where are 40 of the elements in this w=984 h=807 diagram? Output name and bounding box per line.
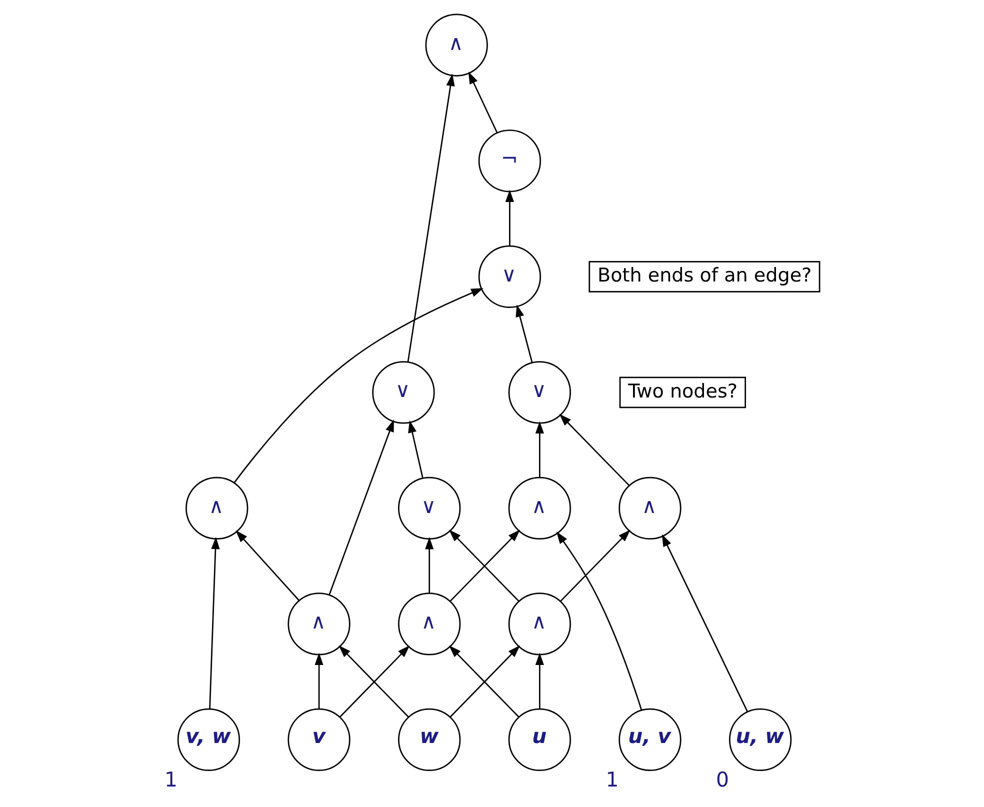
- node-circle: ¬: [478, 129, 542, 192]
- node-label: 0: [716, 767, 730, 792]
- node-box: Both ends of an edge?: [588, 260, 820, 292]
- arrow: [662, 534, 748, 712]
- node-circle: ∨: [398, 476, 461, 540]
- node-circle: ∧: [508, 476, 571, 540]
- node-circle: v, w: [177, 708, 240, 771]
- arrow: [559, 413, 630, 486]
- arrow: [234, 288, 484, 483]
- node-label: 1: [606, 767, 619, 792]
- node-circle: ∧: [508, 592, 571, 655]
- arrow: [535, 420, 544, 477]
- node-circle: ∧: [288, 592, 350, 655]
- node-circle: ∧: [398, 592, 461, 655]
- arrow: [516, 304, 533, 362]
- node-circle: ∨: [508, 360, 571, 424]
- node-label: 1: [164, 767, 178, 792]
- node-circle: ∨: [478, 244, 542, 308]
- arrow: [556, 531, 642, 710]
- node-circle: w: [398, 708, 461, 771]
- arrow: [209, 536, 220, 708]
- node-box: Two nodes?: [619, 376, 746, 408]
- node-circle: ∨: [372, 360, 435, 424]
- arrow: [407, 73, 455, 362]
- arrow: [535, 652, 544, 708]
- arrow: [425, 536, 434, 592]
- node-circle: ∧: [186, 476, 248, 540]
- node-circle: ∧: [618, 476, 682, 540]
- arrow: [314, 652, 324, 708]
- node-circle: ∧: [425, 13, 488, 76]
- arrow: [468, 71, 498, 133]
- arrow: [560, 529, 630, 602]
- node-circle: u: [508, 708, 571, 771]
- node-circle: u, w: [728, 708, 792, 771]
- arrow: [408, 420, 424, 478]
- arrow: [236, 530, 300, 600]
- arrow: [328, 419, 394, 595]
- arrow: [505, 189, 514, 246]
- node-circle: u, v: [618, 708, 682, 771]
- node-circle: v: [288, 708, 350, 771]
